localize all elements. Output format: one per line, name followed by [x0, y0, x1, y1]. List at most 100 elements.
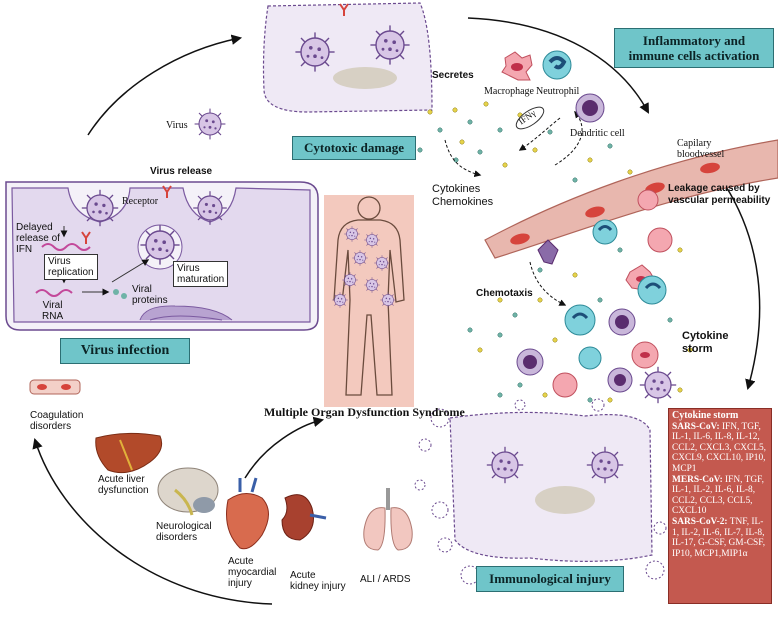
- cytokine-storm-panel: Cytokine storm SARS-CoV: IFN, TGF, IL-1,…: [668, 408, 772, 604]
- liver-icon: [95, 432, 163, 474]
- liver-line-2: dysfunction: [98, 485, 149, 496]
- coagulation-label: Coagulation disorders: [30, 410, 83, 432]
- kidney-line-2: kidney injury: [290, 581, 346, 592]
- virus-infection-title: Virus infection: [60, 338, 190, 364]
- cytotoxic-damage-text: Cytotoxic damage: [303, 140, 404, 155]
- ifn-receptor-icon: [81, 231, 91, 244]
- viral-rna-label: Viral RNA: [42, 300, 63, 322]
- neuro-line-1: Neurological: [156, 521, 212, 532]
- storm-sars: SARS-CoV: IFN, TGF, IL-1, IL-6, IL-8, IL…: [672, 422, 768, 475]
- virus-replication-line-2: replication: [48, 267, 94, 278]
- leakage-label: Leakage caused by vascular permeability: [668, 183, 770, 207]
- viral-proteins-line-1: Viral: [132, 284, 152, 295]
- top-receptor-icon: [339, 3, 349, 16]
- coagulation-vessel-icon: [29, 379, 81, 395]
- arrow-to-inflammatory: [467, 17, 649, 114]
- delayed-line-1: Delayed: [16, 222, 53, 233]
- virus-replication-line-1: Virus: [48, 256, 71, 267]
- secretes-label: Secretes: [432, 70, 474, 81]
- virus-infection-text: Virus infection: [80, 343, 170, 358]
- heart-line-1: Acute: [228, 556, 254, 567]
- inflammatory-line-1: Inflammatory and: [642, 33, 746, 48]
- cytotoxic-cell: [262, 2, 433, 113]
- viral-rna-line-2: RNA: [42, 311, 64, 322]
- storm-mers: MERS-CoV: IFN, TGF, IL-1, IL-2, IL-6, IL…: [672, 475, 768, 517]
- arrow-to-mods: [244, 416, 325, 479]
- neuro-label: Neurological disorders: [156, 521, 212, 543]
- virus-label: Virus: [166, 120, 188, 131]
- viral-proteins-label: Viral proteins: [132, 284, 168, 306]
- storm-sars2: SARS-CoV-2: TNF, IL-1, IL-2, IL-6, IL-7,…: [672, 517, 768, 559]
- heart-line-3: injury: [228, 578, 252, 589]
- cytokine-storm-label: Cytokine storm: [682, 330, 728, 356]
- dendritic-cell-icon: [575, 93, 605, 123]
- cytokines-chemokines-label: Cytokines Chemokines: [432, 183, 493, 209]
- arrow-to-storm: [724, 184, 761, 391]
- coagulation-line-1: Coagulation: [30, 410, 84, 421]
- delayed-line-3: IFN: [16, 244, 33, 255]
- lung-label: ALI / ARDS: [360, 574, 411, 585]
- liver-label: Acute liver dysfunction: [98, 474, 149, 496]
- storm-sars-label: SARS-CoV:: [672, 421, 720, 432]
- viral-rna: [35, 289, 73, 297]
- coagulation-line-2: disorders: [30, 421, 72, 432]
- cytokine-storm-line-2: storm: [682, 343, 713, 355]
- virus-release-label: Virus release: [150, 166, 213, 177]
- free-virus-icon: [194, 108, 226, 140]
- virus-replication-box: Virus replication: [44, 254, 98, 280]
- delayed-ifn-label: Delayed release of IFN: [16, 222, 60, 255]
- virus-maturation-box: Virus maturation: [173, 261, 229, 287]
- receptor-label: Receptor: [122, 196, 159, 207]
- neutrophil-label: Neutrophil: [536, 86, 580, 97]
- immunological-cell: [449, 411, 653, 562]
- lungs-icon: [363, 488, 413, 551]
- inflammatory-activation-title: Inflammatory and immune cells activation: [614, 28, 774, 68]
- mods-title: Multiple Organ Dysfunction Syndrome: [264, 405, 465, 419]
- ifn-gamma-bubble: [515, 106, 545, 130]
- heart-label: Acute myocardial injury: [228, 556, 276, 589]
- brain-icon: [157, 467, 219, 516]
- kidney-line-1: Acute: [290, 570, 316, 581]
- leakage-line-1: Leakage caused by: [668, 183, 760, 194]
- capillary-line-2: bloodvessel: [677, 149, 725, 160]
- immunological-injury-title: Immunological injury: [476, 566, 624, 592]
- liver-line-1: Acute liver: [98, 474, 145, 485]
- chemokines-text: Chemokines: [432, 196, 494, 208]
- arrow-to-cytotoxic: [87, 34, 243, 136]
- storm-sars-text: IFN, TGF, IL-1, IL-6, IL-8, IL-12, CCL2,…: [672, 421, 767, 474]
- macrophage-icon: [501, 51, 533, 81]
- storm-panel-heading: Cytokine storm: [672, 410, 739, 421]
- cytokines-text: Cytokines: [432, 183, 481, 195]
- heart-icon: [226, 477, 269, 550]
- delayed-line-2: release of: [16, 233, 60, 244]
- viral-proteins-line-2: proteins: [132, 295, 168, 306]
- chemotaxis-label: Chemotaxis: [476, 288, 533, 299]
- heart-line-2: myocardial: [228, 567, 277, 578]
- inflammatory-line-2: immune cells activation: [628, 48, 760, 63]
- macrophage-label: Macrophage: [484, 86, 534, 97]
- storm-sars2-label: SARS-CoV-2:: [672, 516, 728, 527]
- dendritic-cell-label: Dendritic cell: [570, 128, 625, 139]
- virus-maturation-line-2: maturation: [177, 274, 225, 285]
- cytotoxic-damage-title: Cytotoxic damage: [292, 136, 416, 160]
- capillary-line-1: Capilary: [677, 138, 712, 149]
- storm-mers-label: MERS-CoV:: [672, 474, 723, 485]
- lower-immune-cells: [516, 189, 673, 398]
- neuro-line-2: disorders: [156, 532, 198, 543]
- receptor-icon: [162, 185, 172, 198]
- er-organelle: [139, 305, 233, 321]
- cytokine-storm-line-1: Cytokine: [682, 330, 729, 342]
- immunological-injury-text: Immunological injury: [489, 571, 611, 586]
- arrow-to-coagulation: [32, 437, 273, 605]
- capillary-label: Capilary bloodvessel: [677, 138, 724, 160]
- leakage-line-2: vascular permeability: [668, 195, 771, 206]
- kidney-label: Acute kidney injury: [290, 570, 346, 592]
- storm-sars2-text: TNF, IL-1, IL-2, IL-6, IL-7, IL-8, IL-17…: [672, 516, 766, 559]
- kidney-icon: [281, 494, 327, 541]
- replication-rna: [41, 243, 91, 251]
- viral-rna-line-1: Viral: [42, 300, 63, 311]
- storm-mers-text: IFN, TGF, IL-1, IL-2, IL-6, IL-8, CCL2, …: [672, 474, 764, 517]
- virus-maturation-line-1: Virus: [177, 263, 200, 274]
- cytotoxic-nucleus: [333, 67, 397, 89]
